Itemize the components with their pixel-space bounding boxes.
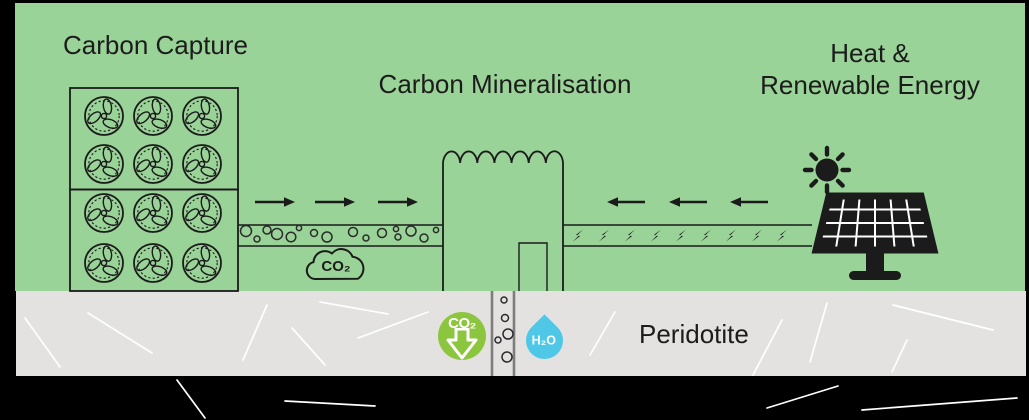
carbon-mineralisation-title: Carbon Mineralisation <box>378 69 632 99</box>
peridotite-label: Peridotite <box>639 319 749 349</box>
mineralisation-vessel <box>442 150 564 291</box>
flow-arrows-right <box>255 197 418 207</box>
flow-arrow-left-icon <box>607 197 645 207</box>
heat-renewable-title: Heat & Renewable Energy <box>755 37 985 101</box>
injection-well-icon <box>490 291 516 376</box>
carbon-capture-title: Carbon Capture <box>63 30 248 60</box>
flow-arrow-right-icon <box>315 197 355 207</box>
flow-arrow-right-icon <box>255 197 295 207</box>
co2-down-arrow-icon <box>446 328 478 360</box>
h2o-label: H₂O <box>531 333 556 348</box>
flow-arrow-right-icon <box>378 197 418 207</box>
co2-injection-badge: CO₂ <box>438 312 486 360</box>
flow-arrow-left-icon <box>730 197 768 207</box>
co2-gas-pipe <box>238 224 443 247</box>
co2-cloud-label: CO₂ <box>321 258 351 275</box>
heat-renewable-line2: Renewable Energy <box>760 70 980 100</box>
flow-arrow-left-icon <box>669 197 707 207</box>
peridotite-layer <box>16 291 1026 376</box>
capture-unit-box <box>69 87 239 292</box>
electricity-pipe <box>563 224 812 247</box>
sun-icon <box>802 145 852 195</box>
well-casing <box>518 242 548 291</box>
co2-badge-label: CO₂ <box>448 315 476 332</box>
co2-cloud-icon <box>305 248 365 280</box>
heat-coil-icon <box>442 150 564 291</box>
fracture-lines <box>24 301 1018 419</box>
flow-arrows-left <box>607 197 768 207</box>
bubble-icons <box>239 224 440 243</box>
solar-panel-icon <box>811 192 939 280</box>
heat-renewable-line1: Heat & <box>830 38 910 68</box>
